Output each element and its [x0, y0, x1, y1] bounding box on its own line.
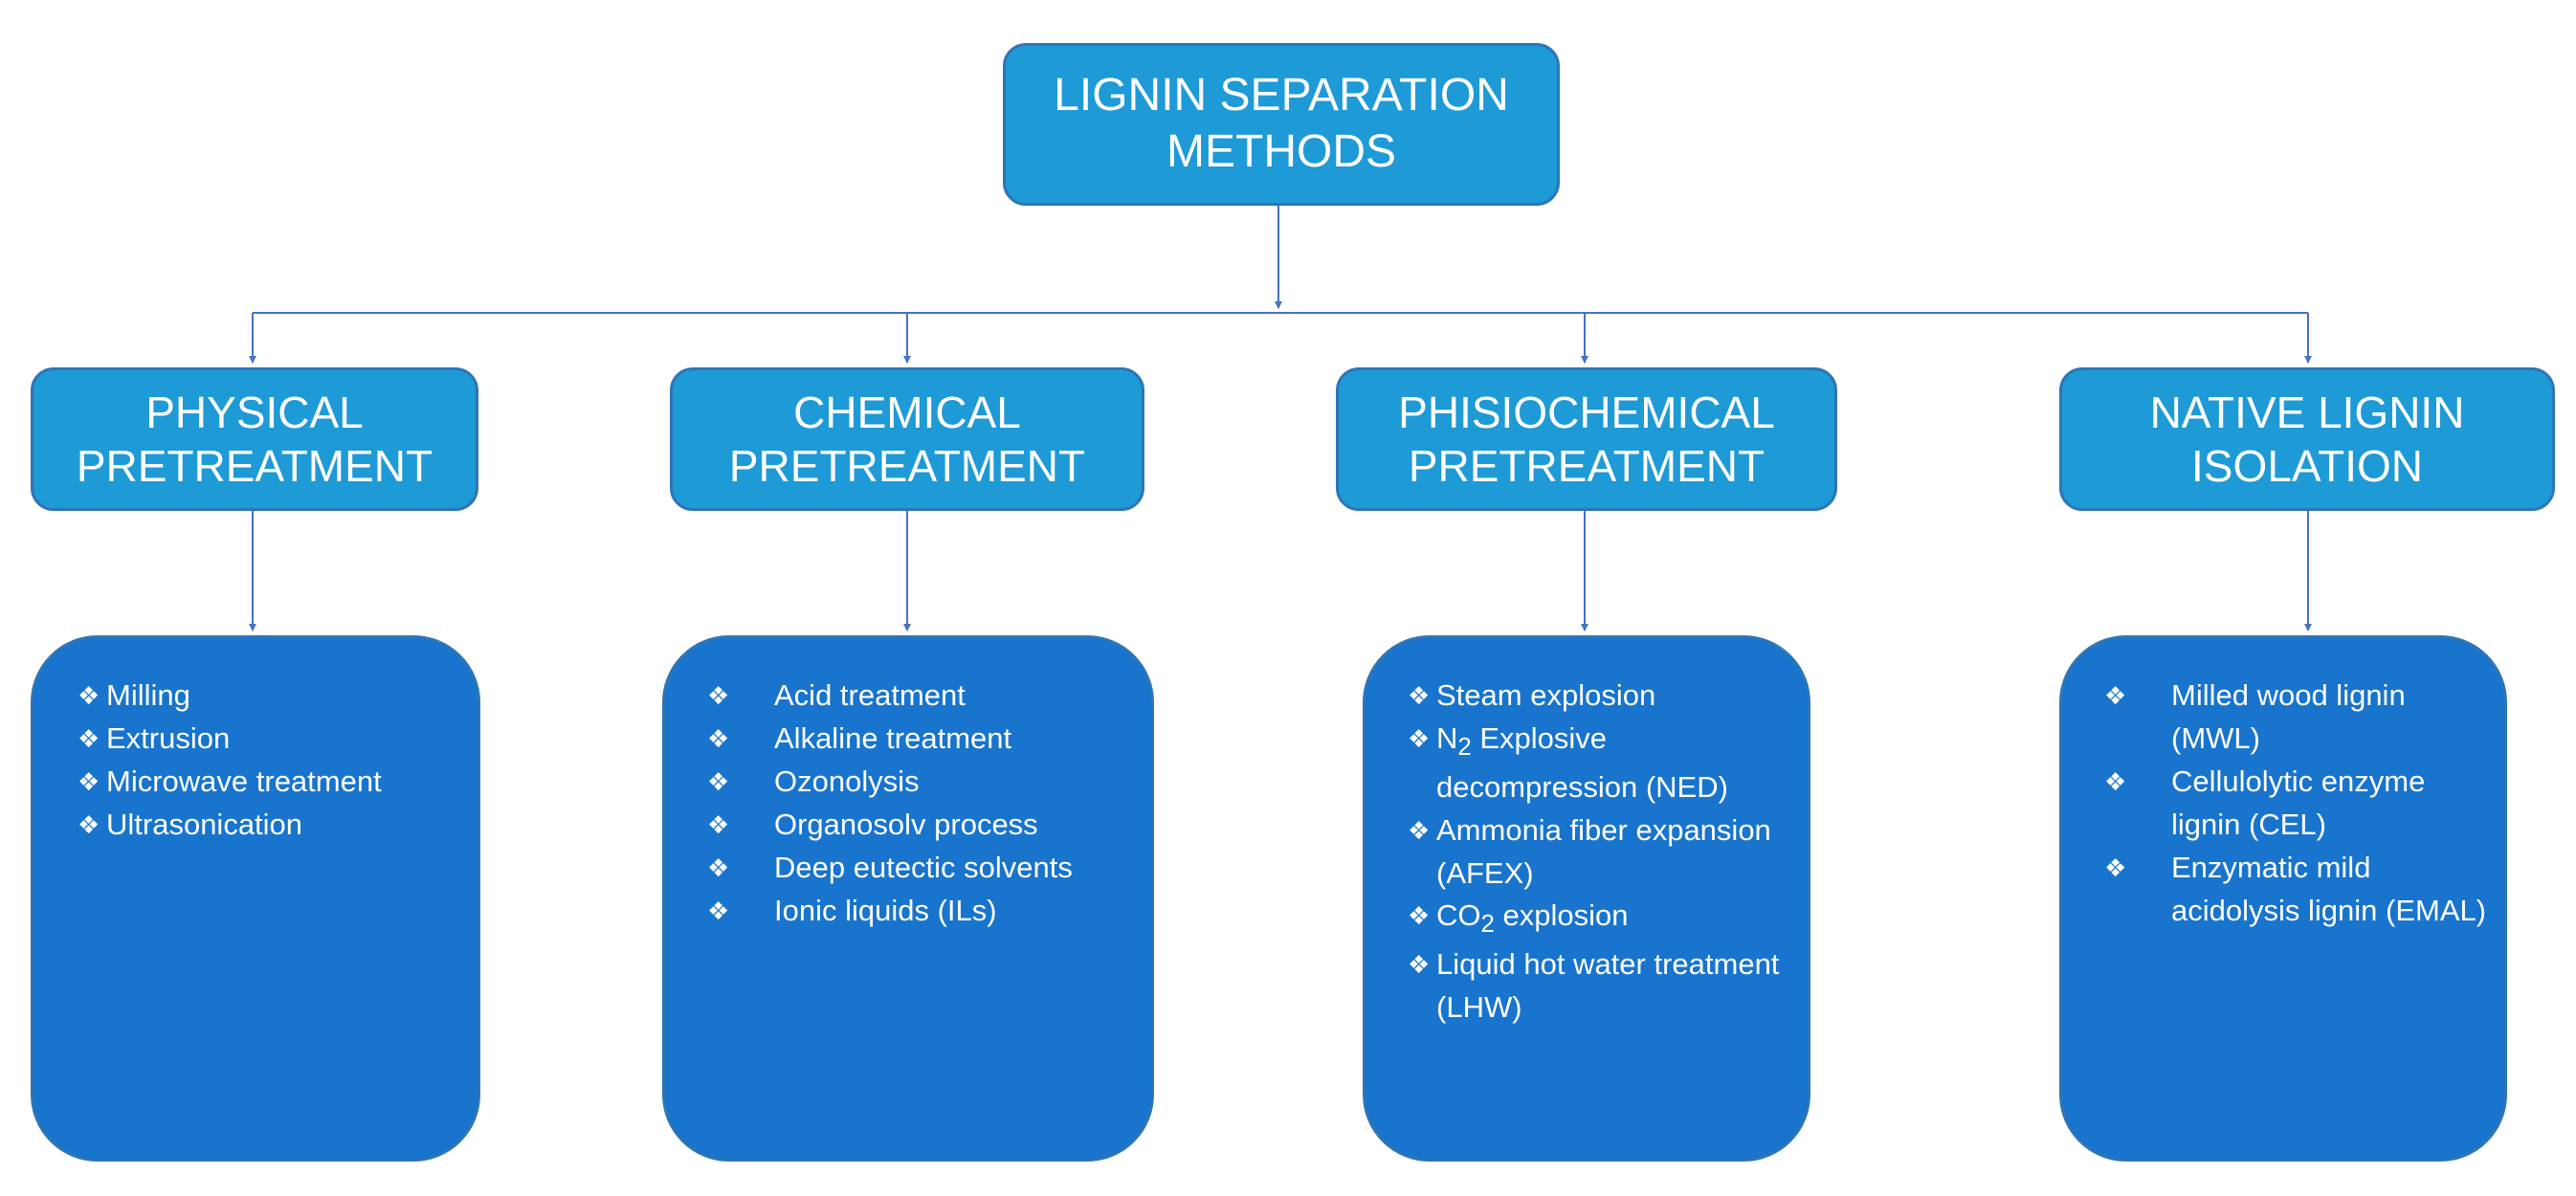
list-item-text: N2 Explosive decompression (NED) [1436, 718, 1794, 809]
bullet-icon: ❖ [78, 681, 100, 710]
category-title-line2: PRETREATMENT [1408, 441, 1765, 491]
list-item: ❖ Steam explosion [1408, 675, 1794, 718]
bullet-icon: ❖ [1408, 815, 1431, 845]
list-item: ❖ Liquid hot water treatment (LHW) [1408, 943, 1794, 1030]
item-text-subscript: 2 [1480, 911, 1495, 939]
list-item-text: Ammonia fiber expansion (AFEX) [1436, 812, 1771, 890]
root-node: LIGNIN SEPARATION METHODS [1003, 43, 1560, 206]
list-item: ❖ Ammonia fiber expansion (AFEX) [1408, 809, 1794, 896]
list-item-text: Acid treatment [774, 678, 966, 712]
list-item: ❖ Extrusion [78, 718, 382, 761]
category-title-line1: NATIVE LIGNIN [2149, 387, 2465, 437]
list-item-text: Liquid hot water treatment (LHW) [1436, 947, 1780, 1024]
list-item-text: Milled wood lignin (MWL) [2171, 678, 2406, 755]
category-title-line1: PHYSICAL [145, 387, 364, 437]
native-isolation-box: ❖ Milled wood lignin (MWL) ❖ Cellulolyti… [2059, 635, 2507, 1162]
list-item: ❖ Alkaline treatment [707, 718, 1073, 761]
item-text-subscript: 2 [1457, 734, 1472, 762]
category-title-line1: CHEMICAL [793, 387, 1021, 437]
category-physiochemical-header: PHISIOCHEMICAL PRETREATMENT [1336, 367, 1837, 511]
list-item-text: Ionic liquids (ILs) [774, 894, 997, 927]
category-title-line2: PRETREATMENT [728, 441, 1086, 491]
category-native-header: NATIVE LIGNIN ISOLATION [2059, 367, 2555, 511]
bullet-icon: ❖ [78, 724, 100, 753]
list-item: ❖ Organosolv process [707, 804, 1073, 847]
list-item: ❖ Milling [78, 675, 382, 718]
list-item-text: Enzymatic mild acidolysis lignin (EMAL) [2171, 850, 2487, 927]
bullet-icon: ❖ [1408, 724, 1431, 753]
bullet-icon: ❖ [707, 681, 730, 710]
bullet-icon: ❖ [78, 810, 100, 839]
list-item-text: Microwave treatment [106, 764, 382, 798]
bullet-icon: ❖ [707, 853, 730, 882]
list-item: ❖ Milled wood lignin (MWL) [2104, 675, 2489, 761]
list-item: ❖ Deep eutectic solvents [707, 847, 1073, 890]
list-item: ❖ CO2 explosion [1408, 895, 1794, 943]
physical-methods-box: ❖ Milling ❖ Extrusion ❖ Microwave treatm… [31, 635, 480, 1162]
list-item: ❖ N2 Explosive decompression (NED) [1408, 718, 1794, 809]
item-text-suffix: explosion [1494, 898, 1629, 933]
list-item-text: Ultrasonication [106, 808, 303, 841]
category-title-line2: PRETREATMENT [76, 441, 433, 491]
list-item-text: Cellulolytic enzyme lignin (CEL) [2171, 764, 2426, 841]
list-item-text: Milling [106, 678, 190, 712]
bullet-icon: ❖ [1408, 950, 1431, 980]
bullet-icon: ❖ [2104, 853, 2127, 882]
physiochemical-methods-box: ❖ Steam explosion ❖ N2 Explosive decompr… [1363, 635, 1810, 1162]
bullet-icon: ❖ [707, 810, 730, 839]
item-text-suffix: Explosive decompression (NED) [1436, 721, 1728, 804]
chemical-methods-list: ❖ Acid treatment ❖ Alkaline treatment ❖ … [707, 675, 1073, 933]
list-item: ❖ Ultrasonication [78, 804, 382, 847]
item-text-prefix: CO [1436, 898, 1481, 933]
root-title-line2: METHODS [1166, 126, 1396, 177]
list-item: ❖ Ozonolysis [707, 761, 1073, 804]
bullet-icon: ❖ [707, 897, 730, 925]
list-item-text: Deep eutectic solvents [774, 851, 1073, 884]
list-item: ❖ Enzymatic mild acidolysis lignin (EMAL… [2104, 847, 2489, 933]
list-item: ❖ Cellulolytic enzyme lignin (CEL) [2104, 761, 2489, 847]
chemical-methods-box: ❖ Acid treatment ❖ Alkaline treatment ❖ … [662, 635, 1154, 1162]
physiochemical-methods-list: ❖ Steam explosion ❖ N2 Explosive decompr… [1408, 675, 1794, 1030]
list-item-text: Steam explosion [1436, 678, 1656, 712]
list-item-text: Alkaline treatment [774, 721, 1012, 755]
bullet-icon: ❖ [1408, 681, 1431, 710]
bullet-icon: ❖ [2104, 681, 2127, 710]
category-title-line1: PHISIOCHEMICAL [1398, 387, 1775, 437]
list-item-text: Ozonolysis [774, 764, 920, 798]
list-item: ❖ Acid treatment [707, 675, 1073, 718]
category-physical-header: PHYSICAL PRETREATMENT [31, 367, 478, 511]
list-item-text: Extrusion [106, 721, 231, 755]
physical-methods-list: ❖ Milling ❖ Extrusion ❖ Microwave treatm… [78, 675, 382, 847]
native-isolation-list: ❖ Milled wood lignin (MWL) ❖ Cellulolyti… [2104, 675, 2489, 933]
bullet-icon: ❖ [78, 767, 100, 796]
bullet-icon: ❖ [707, 767, 730, 796]
category-chemical-header: CHEMICAL PRETREATMENT [670, 367, 1144, 511]
root-title-line1: LIGNIN SEPARATION [1054, 70, 1509, 122]
list-item-text: CO2 explosion [1436, 895, 1794, 943]
bullet-icon: ❖ [2104, 766, 2127, 796]
list-item: ❖ Ionic liquids (ILs) [707, 890, 1073, 933]
list-item: ❖ Microwave treatment [78, 761, 382, 804]
bullet-icon: ❖ [707, 724, 730, 753]
bullet-icon: ❖ [1408, 901, 1431, 931]
item-text-prefix: N [1436, 721, 1458, 755]
list-item-text: Organosolv process [774, 808, 1038, 841]
category-title-line2: ISOLATION [2191, 441, 2423, 491]
